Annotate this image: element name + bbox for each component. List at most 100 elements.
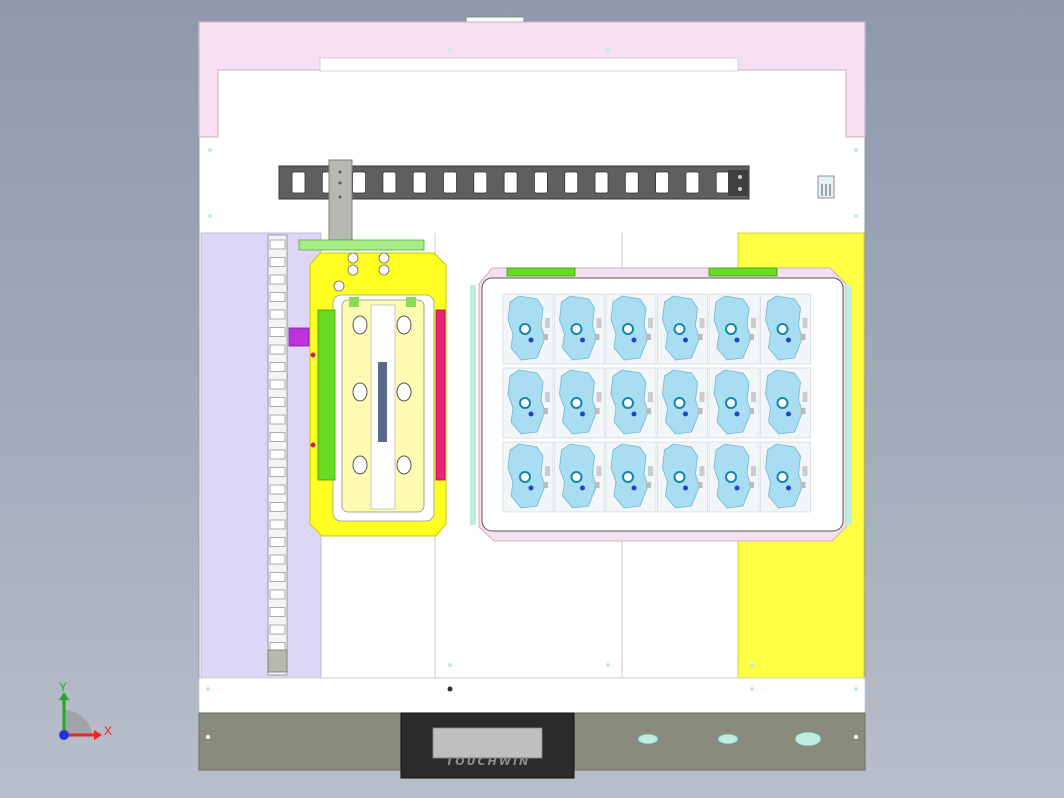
- fixture-top-bar: [298, 239, 425, 251]
- fixture-clip: [406, 297, 416, 307]
- tray-clamp: [708, 267, 778, 277]
- side-chain-link: [269, 519, 286, 530]
- bottom-strip: [198, 677, 866, 714]
- pcb-board: [502, 441, 554, 513]
- board-marker: [683, 411, 688, 417]
- fixture-hole: [347, 264, 359, 276]
- frame-dot: [750, 687, 754, 691]
- fixture-marker: [310, 442, 316, 448]
- frame-dot: [206, 687, 210, 691]
- chain-link: [594, 171, 609, 194]
- side-chain-link: [269, 432, 286, 442]
- tray-clamp: [506, 267, 576, 277]
- board-connector: [673, 471, 686, 483]
- frame-dot: [854, 214, 858, 218]
- x-axis-head: [94, 730, 102, 740]
- board-component: [543, 482, 548, 488]
- side-chain: [267, 234, 288, 676]
- board-component: [800, 408, 806, 414]
- chain-link: [655, 171, 669, 194]
- side-chain-link: [269, 274, 286, 285]
- board-component: [543, 334, 548, 340]
- side-chain-link: [269, 624, 286, 635]
- board-connector: [519, 471, 531, 483]
- board-component: [699, 318, 705, 328]
- board-component: [697, 408, 703, 414]
- board-marker: [580, 485, 585, 491]
- chain-link: [624, 171, 639, 194]
- board-marker: [786, 337, 791, 343]
- side-chain-link: [269, 239, 286, 250]
- board-connector: [570, 323, 583, 335]
- chain-link: [352, 171, 367, 194]
- pcb-board: [554, 441, 605, 513]
- top-rail: [319, 57, 739, 72]
- board-component: [596, 318, 602, 328]
- fixture-pin: [352, 382, 368, 402]
- chain-link: [382, 171, 397, 194]
- board-component: [699, 392, 705, 402]
- bracket-bolt: [738, 175, 742, 179]
- board-component: [749, 408, 754, 414]
- pcb-board: [760, 367, 811, 439]
- x-axis-label: X: [104, 724, 113, 738]
- side-chain-link: [269, 502, 286, 512]
- chain-link: [412, 171, 427, 194]
- fixture-center-bar: [378, 362, 387, 442]
- frame-dot: [448, 663, 452, 667]
- fixture-pin: [352, 455, 368, 475]
- side-chain-link: [269, 257, 286, 267]
- tray-side-notch: [846, 285, 852, 525]
- board-component: [646, 334, 651, 340]
- hmi-brand-label: TOUCHWIN: [445, 755, 531, 768]
- board-marker: [786, 485, 791, 491]
- board-component: [543, 408, 548, 414]
- chain-link: [685, 171, 700, 194]
- board-connector: [622, 323, 634, 335]
- pcb-board: [502, 367, 554, 439]
- board-connector: [673, 323, 686, 335]
- z-axis-origin: [59, 730, 69, 740]
- side-chain-link: [269, 327, 286, 337]
- pcb-board: [760, 441, 811, 513]
- board-connector: [776, 397, 789, 409]
- board-component: [594, 334, 600, 340]
- pcb-board: [708, 293, 760, 365]
- board-marker: [734, 411, 740, 417]
- board-marker: [734, 337, 740, 343]
- chain-end-bracket: [728, 170, 748, 196]
- board-component: [802, 392, 808, 402]
- board-component: [545, 466, 550, 476]
- side-chain-link: [269, 379, 286, 390]
- board-marker: [631, 485, 637, 491]
- board-component: [802, 466, 808, 476]
- y-axis-head: [59, 692, 69, 700]
- y-axis-label: Y: [59, 680, 68, 694]
- board-component: [545, 318, 550, 328]
- board-component: [697, 334, 703, 340]
- side-chain-link: [269, 449, 286, 460]
- triad-arc: [64, 709, 92, 736]
- board-connector: [622, 471, 634, 483]
- pcb-board: [657, 367, 708, 439]
- side-chain-link: [269, 344, 286, 355]
- pcb-board: [657, 293, 708, 365]
- tray-boards: [502, 293, 811, 513]
- side-chain-link: [269, 572, 286, 582]
- indicator-dot: [447, 686, 453, 692]
- board-component: [648, 392, 653, 402]
- fixture-pin: [396, 315, 412, 335]
- bar-screw: [206, 735, 210, 739]
- side-chain-link: [269, 484, 286, 495]
- board-marker: [631, 411, 637, 417]
- board-connector: [776, 471, 789, 483]
- chain-link: [443, 171, 457, 194]
- side-chain-link: [269, 467, 286, 477]
- slider-bolt: [338, 181, 342, 185]
- chain-link: [473, 171, 488, 194]
- chain-link: [503, 171, 518, 194]
- tray-side-notch: [470, 285, 476, 525]
- board-component: [646, 408, 651, 414]
- chain-link: [291, 171, 306, 194]
